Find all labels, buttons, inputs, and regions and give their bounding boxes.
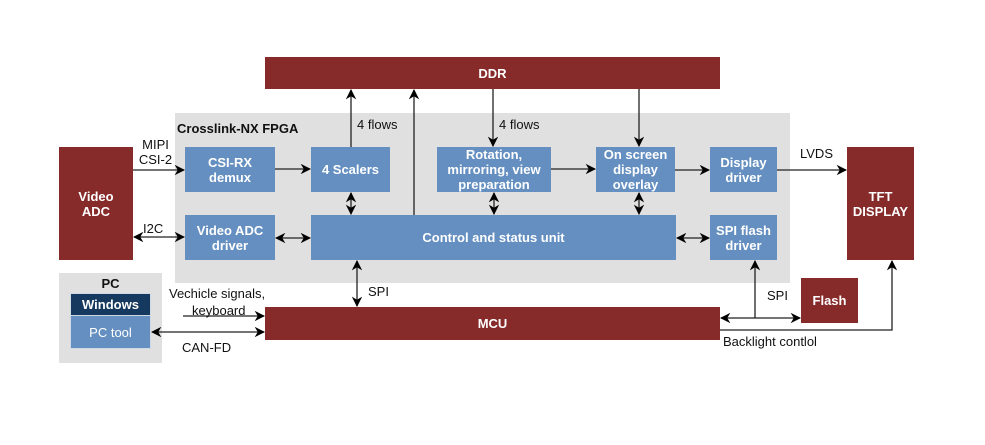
spi-mcu-label: SPI xyxy=(368,284,389,299)
keyboard-label: keyboard xyxy=(192,303,246,318)
mipi-csi2-label: MIPI CSI-2 xyxy=(138,137,173,167)
fpga-title: Crosslink-NX FPGA xyxy=(177,121,299,136)
vehicle-signals-label: Vechicle signals, xyxy=(169,286,266,301)
backlight-control-label: Backlight contlol xyxy=(723,334,817,349)
lvds-label: LVDS xyxy=(800,146,833,161)
spi-flash-driver-block: SPI flash driver xyxy=(710,215,777,260)
csi-rx-demux-block: CSI-RX demux xyxy=(185,147,275,192)
flows-up-label: 4 flows xyxy=(357,117,398,132)
windows-block: Windows xyxy=(70,293,151,316)
flows-down-label: 4 flows xyxy=(499,117,540,132)
osd-overlay-block: On screen display overlay xyxy=(596,147,675,192)
rotation-block: Rotation, mirroring, view preparation xyxy=(437,147,551,192)
spi-flash-label: SPI xyxy=(767,288,788,303)
flash-block: Flash xyxy=(801,278,858,323)
tft-display-block: TFT DISPLAY xyxy=(847,147,914,260)
pc-title: PC xyxy=(101,276,120,291)
video-adc-driver-block: Video ADC driver xyxy=(185,215,275,260)
scalers-block: 4 Scalers xyxy=(311,147,390,192)
video-adc-block: Video ADC xyxy=(59,147,133,260)
pc-tool-block: PC tool xyxy=(70,316,151,349)
ddr-block: DDR xyxy=(265,57,720,89)
can-fd-label: CAN-FD xyxy=(182,340,232,355)
display-driver-block: Display driver xyxy=(710,147,777,192)
mcu-block: MCU xyxy=(265,307,720,340)
control-status-unit-block: Control and status unit xyxy=(311,215,676,260)
backlight-control-arrow xyxy=(720,259,898,331)
